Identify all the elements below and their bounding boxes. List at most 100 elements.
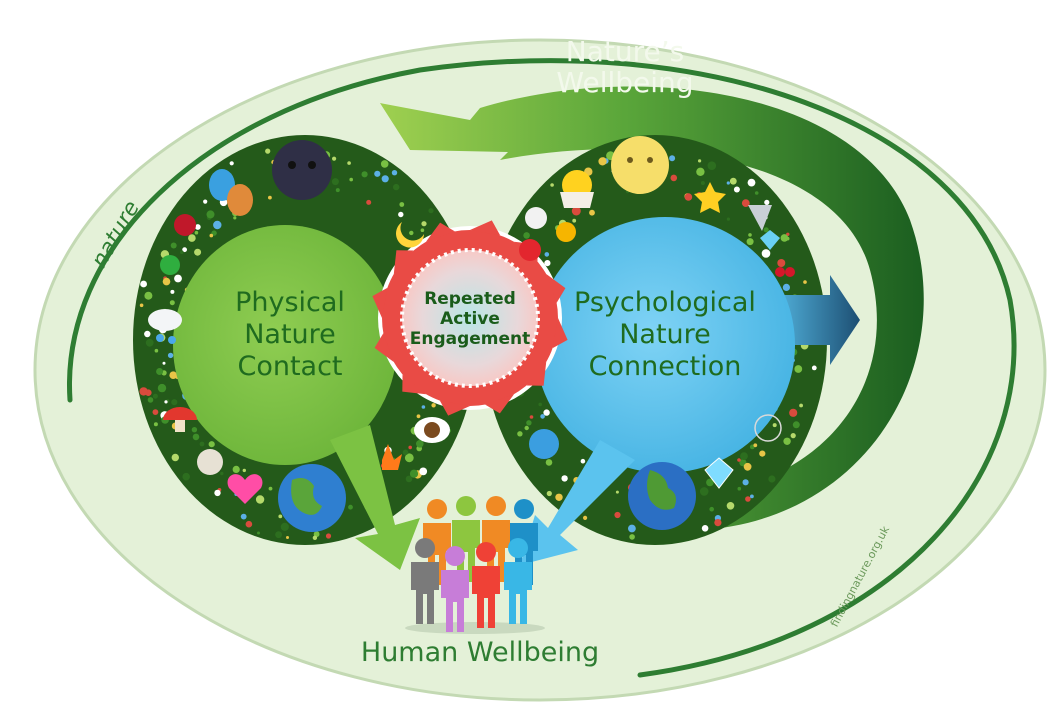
gear-tooth — [426, 222, 455, 242]
texture-dot — [245, 520, 253, 528]
texture-dot — [233, 216, 237, 220]
center-label-line-1: Repeated — [424, 289, 516, 309]
texture-dot — [544, 252, 550, 257]
gear-tooth — [485, 394, 514, 414]
gear-tooth — [470, 220, 501, 236]
texture-dot — [169, 300, 175, 306]
texture-dot — [772, 423, 777, 428]
texture-dot — [783, 437, 791, 445]
texture-dot — [162, 277, 171, 286]
texture-dot — [737, 486, 742, 491]
person-figure — [441, 546, 469, 632]
texture-dot — [199, 441, 205, 447]
texture-dot — [555, 493, 563, 501]
texture-dot — [420, 228, 425, 232]
eye-icon — [414, 417, 450, 443]
person-figure — [411, 538, 439, 624]
texture-dot — [780, 234, 789, 242]
psychological-nature-connection-label: Psychological Nature Connection — [555, 287, 775, 383]
texture-dot — [170, 242, 177, 249]
texture-dot — [750, 494, 754, 499]
texture-dot — [419, 467, 428, 476]
cloud-rain-icon — [148, 309, 182, 344]
natures-wellbeing-label: Nature’s Wellbeing — [520, 36, 730, 99]
texture-dot — [726, 502, 735, 510]
texture-dot — [517, 431, 523, 437]
texture-dot — [242, 468, 246, 473]
texture-dot — [699, 487, 709, 496]
sun-face-icon — [611, 136, 669, 194]
shell-icon — [197, 449, 223, 475]
texture-dot — [280, 522, 289, 532]
texture-dot — [792, 421, 800, 429]
texture-dot — [408, 445, 413, 450]
texture-dot — [524, 425, 529, 431]
texture-dot — [747, 178, 756, 187]
physical-label-line-2: Nature — [244, 318, 336, 350]
texture-dot — [629, 534, 635, 540]
people-shadow — [405, 622, 545, 634]
texture-dot — [572, 218, 577, 223]
texture-dot — [543, 409, 550, 416]
heart-icon — [227, 474, 263, 504]
gear-tooth — [439, 400, 470, 416]
texture-dot — [265, 148, 271, 154]
texture-dot — [275, 531, 282, 539]
texture-dot — [214, 489, 221, 497]
texture-dot — [741, 199, 750, 208]
texture-dot — [571, 206, 581, 216]
texture-dot — [211, 230, 217, 236]
texture-dot — [154, 348, 159, 353]
texture-dot — [206, 210, 215, 219]
texture-dot — [764, 199, 770, 205]
psych-label-line-3: Connection — [588, 350, 742, 382]
texture-dot — [220, 471, 224, 476]
texture-dot — [794, 365, 803, 373]
texture-dot — [208, 441, 215, 448]
texture-dot — [157, 383, 167, 393]
physical-nature-contact-label: Physical Nature Contact — [195, 287, 385, 383]
texture-dot — [701, 525, 709, 532]
texture-dot — [144, 291, 153, 300]
gear-tooth — [526, 362, 547, 386]
texture-dot — [737, 458, 741, 462]
gear-tooth — [552, 318, 568, 349]
outer-nature-border — [67, 58, 1017, 678]
texture-dot — [180, 250, 184, 254]
mushroom-icon — [163, 407, 197, 432]
texture-dot — [398, 211, 404, 218]
texture-dot — [753, 443, 758, 448]
texture-dot — [669, 155, 676, 162]
texture-dot — [268, 486, 273, 491]
texture-dot — [171, 399, 178, 406]
texture-dot — [139, 387, 148, 396]
gear-tooth — [393, 250, 414, 274]
center-label-line-3: Engagement — [409, 329, 531, 350]
physical-contact-circle — [173, 225, 397, 465]
texture-dot — [393, 183, 400, 191]
texture-dot — [409, 469, 419, 478]
texture-dot — [421, 221, 427, 227]
texture-dot — [335, 188, 340, 193]
texture-dot — [278, 514, 283, 519]
texture-dot — [380, 160, 389, 168]
repeated-active-engagement-label: Repeated Active Engagement — [390, 289, 550, 349]
texture-dot — [332, 156, 337, 161]
texture-dot — [684, 193, 693, 201]
texture-dot — [538, 402, 542, 407]
texture-dot — [391, 170, 398, 176]
skull-icon — [525, 207, 547, 229]
psychological-to-human-arrow — [520, 440, 635, 565]
diamond-icon — [760, 230, 780, 250]
texture-dot — [698, 159, 702, 163]
cherries-icon — [775, 267, 795, 277]
gear-tooth — [546, 274, 566, 303]
texture-dot — [580, 458, 586, 464]
texture-dot — [768, 475, 776, 483]
texture-dot — [561, 475, 568, 482]
texture-dot — [145, 338, 154, 347]
texture-dot — [347, 161, 351, 165]
texture-dot — [399, 202, 405, 207]
texture-dot — [194, 248, 202, 256]
texture-dot — [706, 478, 714, 487]
